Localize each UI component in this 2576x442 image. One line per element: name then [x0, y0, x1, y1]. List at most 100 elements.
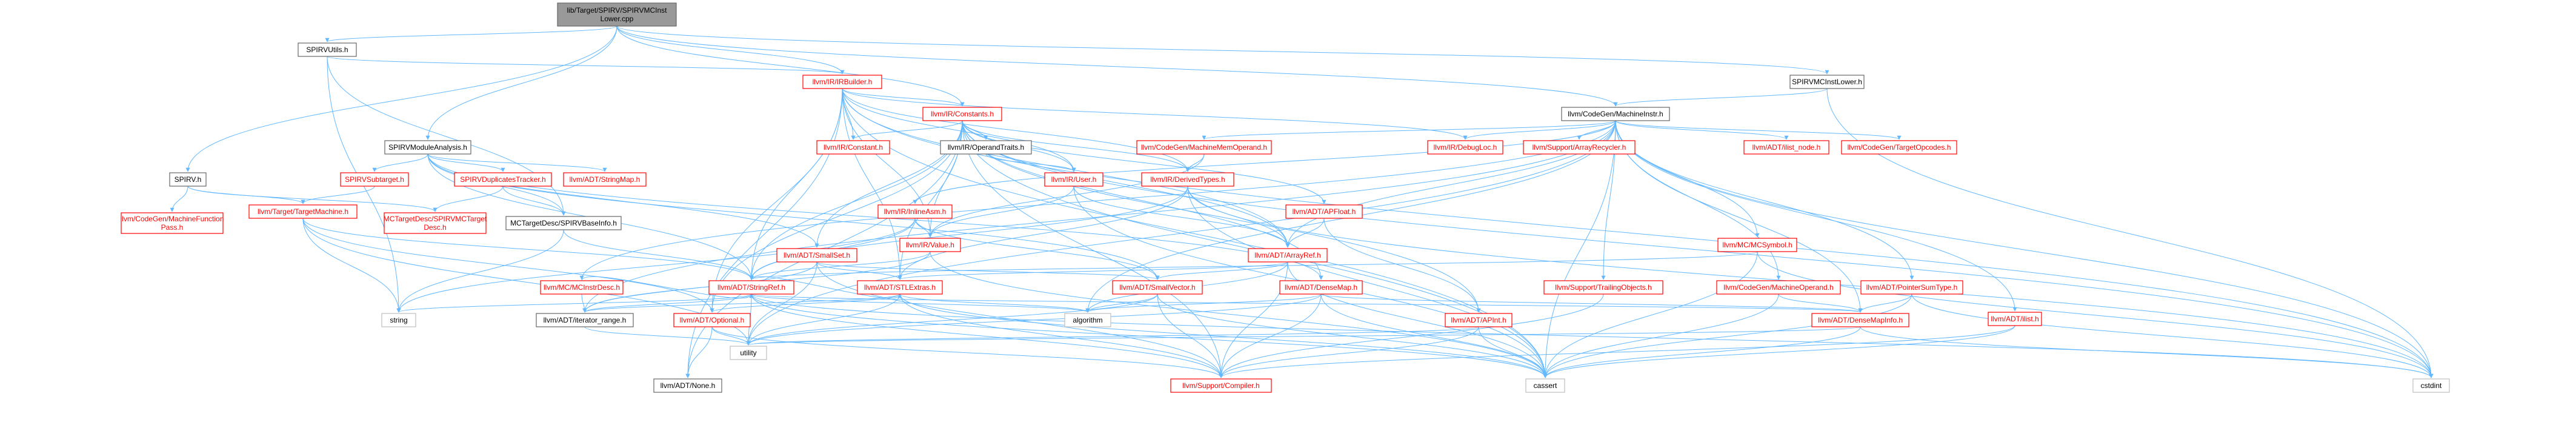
- node-trailingobjects[interactable]: llvm/Support/TrailingObjects.h: [1543, 280, 1663, 295]
- node-constants[interactable]: llvm/IR/Constants.h: [922, 107, 1002, 121]
- node-label-spirvutils: SPIRVUtils.h: [306, 45, 348, 54]
- edge-root-to-spirvmcinstlower: [616, 25, 1829, 75]
- node-label-spirvmoduleanalysis: SPIRVModuleAnalysis.h: [388, 143, 467, 152]
- edge-machineinstr-to-arrayref: [1285, 120, 1616, 248]
- node-label-spirvmcinstlower: SPIRVMCInstLower.h: [1792, 78, 1862, 86]
- node-none[interactable]: llvm/ADT/None.h: [653, 378, 722, 393]
- node-label-spirv: SPIRV.h: [175, 175, 202, 184]
- node-machineoperand[interactable]: llvm/CodeGen/MachineOperand.h: [1716, 280, 1841, 295]
- node-targetopcodes[interactable]: llvm/CodeGen/TargetOpcodes.h: [1841, 140, 1957, 155]
- node-box-user: [1044, 172, 1103, 187]
- node-box-pointersumtype: [1860, 280, 1963, 295]
- node-label-value: llvm/IR/Value.h: [906, 241, 954, 249]
- node-box-machinememoperand: [1136, 140, 1272, 155]
- edge-stlextras-to-iteratorrange: [582, 293, 900, 313]
- edge-root-to-machineinstr: [616, 25, 1618, 107]
- node-label-spirvsubtarget: SPIRVSubtarget.h: [345, 175, 404, 184]
- node-stlextras[interactable]: llvm/ADT/STLExtras.h: [857, 280, 943, 295]
- node-box-densemap: [1279, 280, 1363, 295]
- node-spirvduplicatestracker[interactable]: SPIRVDuplicatesTracker.h: [454, 172, 552, 187]
- edge-targetmachine-to-stringref: [302, 218, 754, 280]
- node-operandtraits[interactable]: llvm/IR/OperandTraits.h: [940, 140, 1032, 155]
- node-spirvmoduleanalysis[interactable]: SPIRVModuleAnalysis.h: [384, 140, 471, 155]
- edge-spirvmoduleanalysis-to-spirvsubtarget: [372, 153, 428, 172]
- node-cstdint[interactable]: cstdint: [2412, 378, 2450, 393]
- node-arrayrecycler[interactable]: llvm/Support/ArrayRecycler.h: [1523, 140, 1636, 155]
- node-irbuilder[interactable]: llvm/IR/IRBuilder.h: [802, 75, 882, 89]
- node-box-root: [557, 2, 677, 27]
- edge-user-to-arrayref: [1073, 186, 1290, 248]
- node-label-machineinstr: llvm/CodeGen/MachineInstr.h: [1568, 110, 1663, 118]
- node-string[interactable]: string: [381, 313, 416, 327]
- node-debugloc[interactable]: llvm/IR/DebugLoc.h: [1427, 140, 1503, 155]
- node-arrayref[interactable]: llvm/ADT/ArrayRef.h: [1248, 248, 1328, 263]
- edge-ilist-to-compiler: [1219, 325, 2015, 378]
- node-mcsymbol[interactable]: llvm/MC/MCSymbol.h: [1717, 238, 1797, 252]
- edge-spirvduplicatestracker-to-spirvbaseinfo: [502, 186, 566, 216]
- edge-irbuilder-to-stlextras: [842, 88, 902, 280]
- node-stringmap[interactable]: llvm/ADT/StringMap.h: [563, 172, 647, 187]
- node-box-optional: [673, 313, 751, 327]
- node-box-smallvector: [1112, 280, 1203, 295]
- node-label-machineoperand: llvm/CodeGen/MachineOperand.h: [1723, 283, 1833, 292]
- node-value[interactable]: llvm/IR/Value.h: [899, 238, 961, 252]
- node-derivedtypes[interactable]: llvm/IR/DerivedTypes.h: [1141, 172, 1234, 187]
- node-spirvbaseinfo[interactable]: MCTargetDesc/SPIRVBaseInfo.h: [505, 216, 622, 230]
- node-targetmachine[interactable]: llvm/Target/TargetMachine.h: [248, 204, 358, 219]
- node-label-ilist: llvm/ADT/ilist.h: [1991, 315, 2039, 323]
- edge-machineinstr-to-machinememoperand: [1202, 120, 1616, 140]
- node-spirvmcinstlower[interactable]: SPIRVMCInstLower.h: [1789, 75, 1865, 89]
- node-densemap[interactable]: llvm/ADT/DenseMap.h: [1279, 280, 1363, 295]
- node-machinememoperand[interactable]: llvm/CodeGen/MachineMemOperand.h: [1136, 140, 1272, 155]
- node-spirvsubtarget[interactable]: SPIRVSubtarget.h: [340, 172, 409, 187]
- edge-stlextras-to-compiler: [899, 293, 1223, 378]
- edge-value-to-cassert: [930, 251, 1548, 378]
- node-apint[interactable]: llvm/ADT/APInt.h: [1445, 313, 1513, 327]
- node-label-iteratorrange: llvm/ADT/iterator_range.h: [544, 316, 627, 324]
- node-mcinstrdesc[interactable]: llvm/MC/MCInstrDesc.h: [540, 280, 624, 295]
- node-pointersumtype[interactable]: llvm/ADT/PointerSumType.h: [1860, 280, 1963, 295]
- edge-machineinstr-to-mcsymbol: [1615, 120, 1760, 238]
- node-box-mctargetdesc: [384, 212, 487, 234]
- node-box-spirvsubtarget: [340, 172, 409, 187]
- edge-stringref-to-algorithm: [751, 293, 1090, 313]
- node-label-cassert: cassert: [1534, 381, 1557, 390]
- node-spirv[interactable]: SPIRV.h: [169, 172, 207, 187]
- edge-stlextras-to-algorithm: [899, 293, 1090, 313]
- node-label-string: string: [390, 316, 407, 324]
- edge-root-to-spirvmoduleanalysis: [425, 25, 617, 140]
- node-box-ilist: [1988, 312, 2042, 326]
- node-machineinstr[interactable]: llvm/CodeGen/MachineInstr.h: [1561, 107, 1670, 121]
- node-label-root: Lower.cpp: [601, 15, 634, 23]
- node-constant[interactable]: llvm/IR/Constant.h: [816, 140, 890, 155]
- node-cassert[interactable]: cassert: [1525, 378, 1565, 393]
- node-label-stlextras: llvm/ADT/STLExtras.h: [864, 283, 936, 292]
- node-ilist[interactable]: llvm/ADT/ilist.h: [1988, 312, 2042, 326]
- edge-optional-to-compiler: [711, 326, 1223, 378]
- node-utility[interactable]: utility: [730, 346, 767, 360]
- node-spirvutils[interactable]: SPIRVUtils.h: [298, 42, 357, 57]
- node-compiler[interactable]: llvm/Support/Compiler.h: [1170, 378, 1272, 393]
- node-iteratorrange[interactable]: llvm/ADT/iterator_range.h: [536, 313, 634, 327]
- edge-spirvsubtarget-to-targetmachine: [301, 186, 375, 204]
- node-box-spirvmcinstlower: [1789, 75, 1865, 89]
- node-smallset[interactable]: llvm/ADT/SmallSet.h: [776, 248, 857, 263]
- node-box-machineinstr: [1561, 107, 1670, 121]
- node-algorithm[interactable]: algorithm: [1064, 313, 1111, 327]
- node-box-apint: [1445, 313, 1513, 327]
- node-user[interactable]: llvm/IR/User.h: [1044, 172, 1103, 187]
- node-box-targetopcodes: [1841, 140, 1957, 155]
- node-densemapinfo[interactable]: llvm/ADT/DenseMapInfo.h: [1811, 313, 1909, 327]
- node-apfloat[interactable]: llvm/ADT/APFloat.h: [1285, 204, 1363, 219]
- edge-operandtraits-to-user: [985, 153, 1076, 172]
- node-box-mcsymbol: [1717, 238, 1797, 252]
- node-root[interactable]: lib/Target/SPIRV/SPIRVMCInstLower.cpp: [557, 2, 677, 27]
- node-ilistnode[interactable]: llvm/ADT/ilist_node.h: [1743, 140, 1829, 155]
- node-box-derivedtypes: [1141, 172, 1234, 187]
- node-inlineasm[interactable]: llvm/IR/InlineAsm.h: [877, 204, 953, 219]
- node-stringref[interactable]: llvm/ADT/StringRef.h: [708, 280, 794, 295]
- node-smallvector[interactable]: llvm/ADT/SmallVector.h: [1112, 280, 1203, 295]
- node-optional[interactable]: llvm/ADT/Optional.h: [673, 313, 751, 327]
